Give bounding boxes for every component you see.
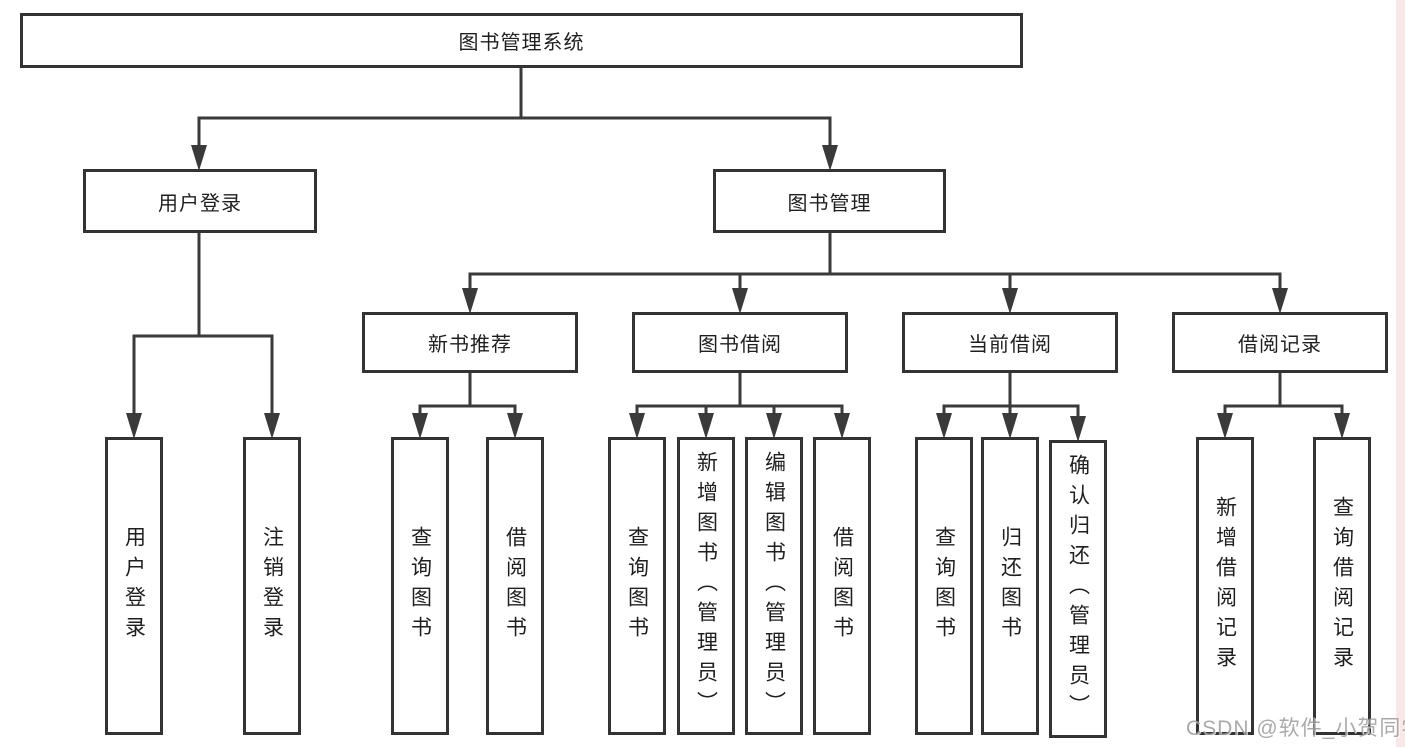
connector-root — [191, 68, 838, 171]
leaf-borrow-books-1: 借阅图书 — [486, 437, 544, 735]
connector-new-book-recommend — [412, 373, 523, 439]
node-label: 借阅记录 — [1238, 334, 1322, 356]
leaf-logout: 注销登录 — [243, 437, 301, 735]
arrow-down-icon — [126, 413, 142, 439]
arrow-down-icon — [1217, 413, 1233, 439]
csdn-watermark: CSDN @软件_小贺同学 — [1186, 717, 1405, 740]
arrow-down-icon — [1002, 413, 1018, 439]
node-label: 图书借阅 — [698, 334, 782, 356]
right-edge-strip — [1396, 0, 1405, 747]
connector-borrowing-records — [1217, 373, 1350, 439]
node-label: 归还图书 — [998, 526, 1022, 646]
node-user-login-branch: 用户登录 — [83, 169, 317, 233]
arrow-down-icon — [834, 413, 850, 439]
arrow-down-icon — [698, 413, 714, 439]
arrow-down-icon — [629, 413, 645, 439]
leaf-confirm-return-admin: 确认归还（管理员） — [1049, 440, 1107, 738]
node-label: 用户登录 — [158, 192, 242, 215]
arrow-down-icon — [936, 413, 952, 439]
node-new-book-recommend: 新书推荐 — [362, 312, 578, 373]
node-book-system-root: 图书管理系统 — [20, 13, 1023, 68]
node-label: 新书推荐 — [428, 334, 512, 356]
arrow-down-icon — [1272, 288, 1288, 314]
node-label: 图书管理系统 — [458, 32, 585, 54]
node-label: 借阅图书 — [503, 526, 527, 646]
node-label: 当前借阅 — [968, 334, 1052, 356]
arrow-down-icon — [264, 413, 280, 439]
leaf-borrow-books-2: 借阅图书 — [813, 437, 871, 735]
leaf-query-books-2: 查询图书 — [608, 437, 666, 735]
node-book-management-branch: 图书管理 — [713, 169, 946, 233]
leaf-query-borrow-record: 查询借阅记录 — [1313, 437, 1371, 735]
connector-current-borrowing — [936, 373, 1086, 442]
arrow-down-icon — [191, 145, 207, 171]
node-label: 借阅图书 — [830, 526, 854, 646]
arrow-down-icon — [732, 288, 748, 314]
arrow-down-icon — [1070, 416, 1086, 442]
connector-book-borrowing — [629, 373, 850, 439]
arrow-down-icon — [462, 288, 478, 314]
arrow-down-icon — [412, 413, 428, 439]
arrow-down-icon — [766, 413, 782, 439]
arrow-down-icon — [507, 413, 523, 439]
leaf-query-books-1: 查询图书 — [391, 437, 449, 735]
node-label: 编辑图书（管理员） — [762, 451, 786, 721]
node-label: 确认归还（管理员） — [1066, 454, 1090, 724]
node-label: 新增图书（管理员） — [694, 451, 718, 721]
arrow-down-icon — [822, 145, 838, 171]
connector-user-login-branch — [126, 233, 280, 439]
node-current-borrowing: 当前借阅 — [902, 312, 1118, 373]
node-label: 新增借阅记录 — [1213, 496, 1237, 676]
arrow-down-icon — [1334, 413, 1350, 439]
node-borrowing-records: 借阅记录 — [1172, 312, 1388, 373]
node-label: 查询图书 — [932, 526, 956, 646]
leaf-user-login: 用户登录 — [105, 437, 163, 735]
leaf-add-borrow-record: 新增借阅记录 — [1196, 437, 1254, 735]
connector-book-management-branch — [462, 233, 1288, 314]
leaf-add-books-admin: 新增图书（管理员） — [677, 437, 735, 735]
node-label: 注销登录 — [260, 526, 284, 646]
leaf-query-books-3: 查询图书 — [915, 437, 973, 735]
node-label: 查询图书 — [408, 526, 432, 646]
arrow-down-icon — [1002, 288, 1018, 314]
leaf-return-books: 归还图书 — [981, 437, 1039, 735]
node-label: 查询图书 — [625, 526, 649, 646]
node-label: 图书管理 — [787, 192, 872, 215]
leaf-edit-books-admin: 编辑图书（管理员） — [745, 437, 803, 735]
node-book-borrowing: 图书借阅 — [632, 312, 848, 373]
node-label: 用户登录 — [122, 526, 146, 646]
node-label: 查询借阅记录 — [1330, 496, 1354, 676]
